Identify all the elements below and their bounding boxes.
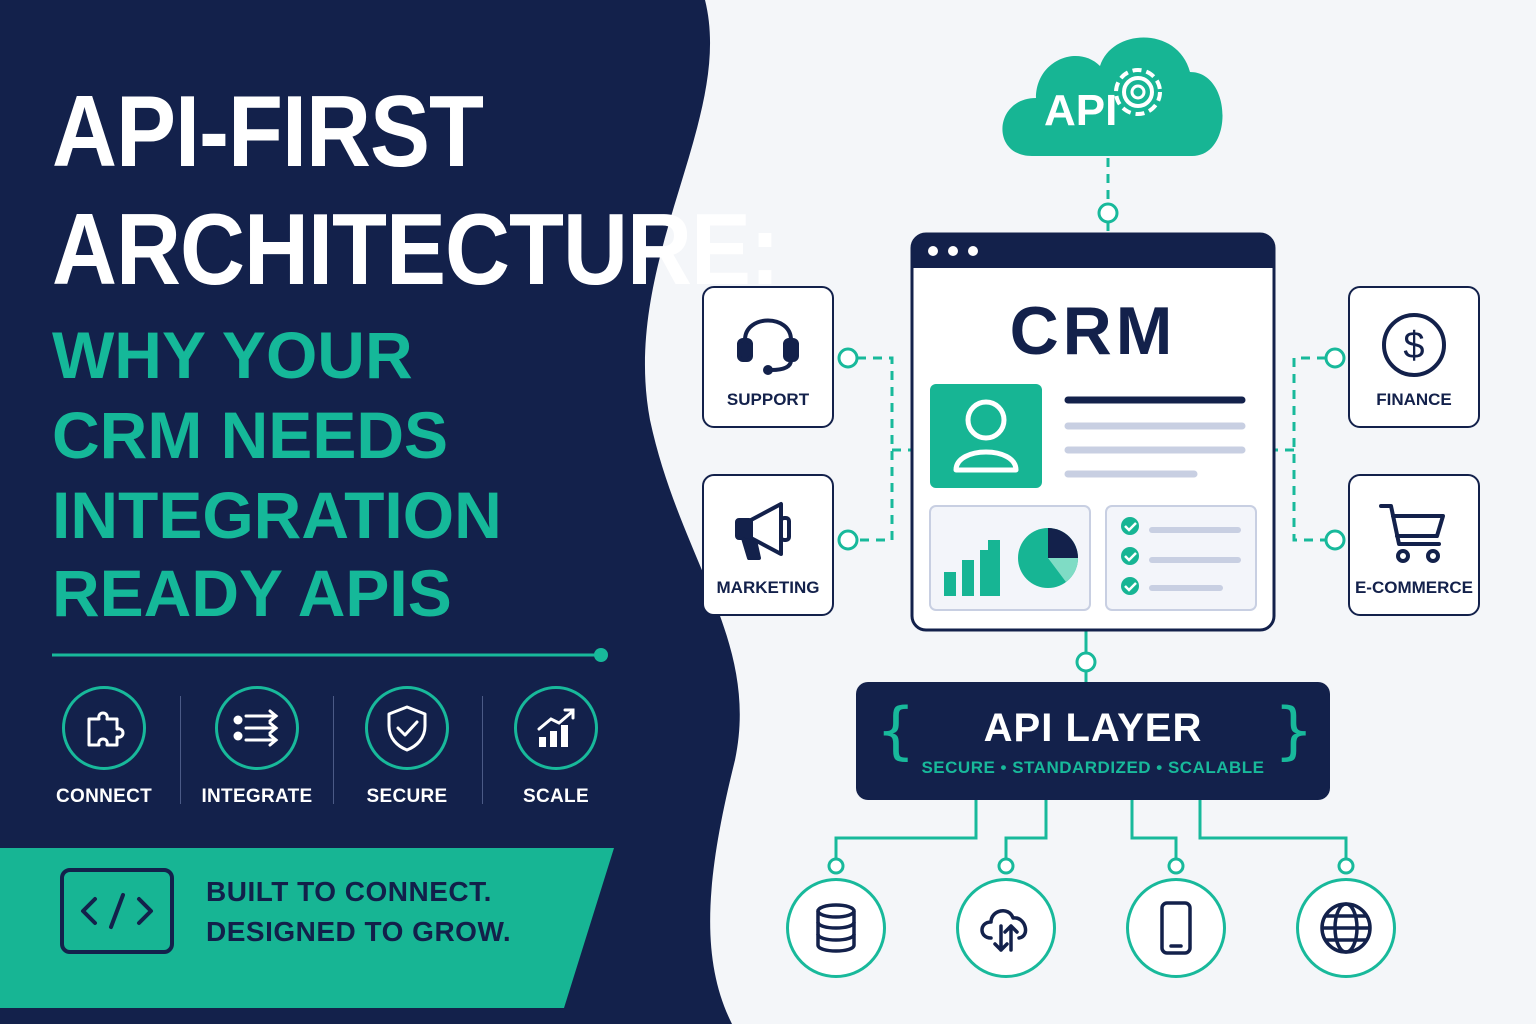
subheadline-line-4: READY APIS [52, 556, 452, 630]
feature-divider [180, 696, 181, 804]
endpoint-node-3 [1167, 857, 1185, 875]
crm-title: CRM [1009, 293, 1177, 369]
service-ecommerce: E-COMMERCE [1348, 474, 1480, 616]
feature-scale: SCALE [496, 686, 616, 808]
endpoint-connector-2 [1004, 800, 1048, 862]
endpoint-node-2 [997, 857, 1015, 875]
title-divider-dot [594, 648, 608, 662]
service-label: SUPPORT [726, 390, 810, 409]
flow-arrows-icon [215, 686, 299, 770]
feature-label: SECURE [366, 786, 448, 807]
marketing-connector-node [837, 529, 859, 551]
endpoint-node-4 [1337, 857, 1355, 875]
cart-icon [1350, 498, 1478, 568]
shield-check-icon [365, 686, 449, 770]
subheadline-line-2: CRM NEEDS [52, 398, 449, 472]
feature-integrate: INTEGRATE [197, 686, 317, 808]
cloud-label: API [1044, 86, 1118, 135]
feature-label: INTEGRATE [201, 786, 313, 807]
pie-chart-icon [1018, 528, 1078, 588]
service-support: SUPPORT [702, 286, 834, 428]
service-marketing: MARKETING [702, 474, 834, 616]
growth-chart-icon [514, 686, 598, 770]
right-brace-icon: } [1274, 694, 1314, 767]
service-label: MARKETING [716, 578, 820, 597]
left-brace-icon: { [876, 694, 916, 767]
cloud-connector-node [1097, 202, 1119, 224]
headset-icon [704, 310, 832, 376]
tagline-line-2: DESIGNED TO GROW. [206, 916, 512, 947]
code-icon [60, 868, 174, 954]
headline-line-2: ARCHITECTURE: [52, 194, 780, 307]
ecommerce-connector-node [1324, 529, 1346, 551]
subheadline-line-3: INTEGRATION [52, 478, 502, 552]
headline-line-1: API-FIRST [52, 76, 484, 189]
service-label: FINANCE [1376, 390, 1452, 409]
service-finance: $ FINANCE [1348, 286, 1480, 428]
checklist-icon [1121, 517, 1241, 595]
svg-text:$: $ [1403, 325, 1424, 367]
tagline-banner [0, 848, 614, 1008]
feature-label: CONNECT [55, 786, 153, 807]
puzzle-icon [62, 686, 146, 770]
feature-secure: SECURE [347, 686, 467, 808]
endpoint-connector-4 [1198, 800, 1348, 862]
api-layer-subtitle: SECURE • STANDARDIZED • SCALABLE [921, 758, 1265, 777]
feature-divider [482, 696, 483, 804]
gear-icon [1114, 68, 1162, 116]
crm-layer-node [1075, 651, 1097, 673]
database-icon [786, 878, 886, 978]
feature-connect: CONNECT [44, 686, 164, 808]
service-label: E-COMMERCE [1354, 578, 1474, 597]
megaphone-icon [704, 498, 832, 564]
bar-chart-icon [944, 540, 1000, 596]
tagline-line-1: BUILT TO CONNECT. [206, 876, 492, 907]
right-connectors [1274, 356, 1326, 542]
cloud-sync-icon [956, 878, 1056, 978]
finance-connector-node [1324, 347, 1346, 369]
endpoint-connector-1 [834, 800, 978, 862]
user-icon [953, 399, 1019, 473]
endpoint-node-1 [827, 857, 845, 875]
feature-label: SCALE [523, 786, 589, 807]
crm-window-titlebar [912, 234, 1274, 268]
subheadline-line-1: WHY YOUR [52, 318, 413, 392]
api-layer-box [856, 682, 1330, 800]
api-layer-title: API LAYER [983, 706, 1203, 750]
endpoint-connector-3 [1130, 800, 1178, 862]
window-dots-icon [928, 246, 978, 256]
left-connectors [857, 356, 912, 542]
feature-divider [333, 696, 334, 804]
api-cloud [1002, 37, 1223, 156]
globe-icon [1296, 878, 1396, 978]
dollar-icon: $ [1350, 310, 1478, 380]
mobile-icon [1126, 878, 1226, 978]
support-connector-node [837, 347, 859, 369]
